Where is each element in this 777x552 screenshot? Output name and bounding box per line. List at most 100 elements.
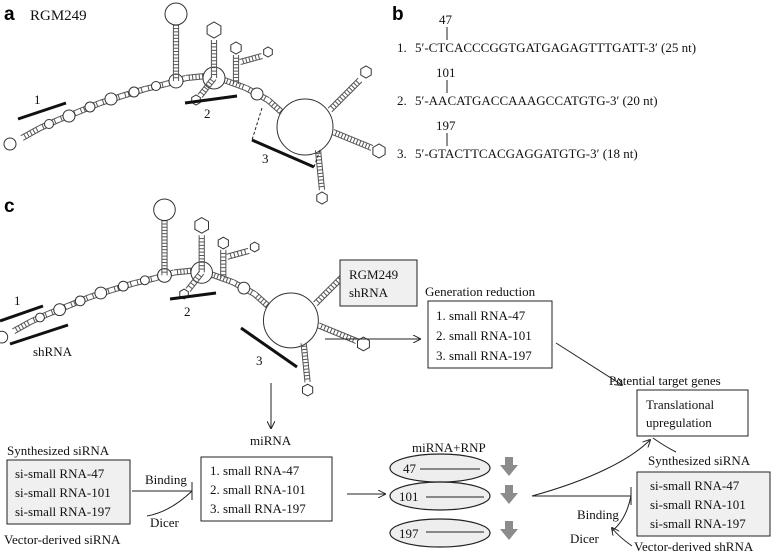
base-pair	[257, 54, 261, 60]
rgm249-box-line2: shRNA	[349, 285, 389, 300]
left-dicer-curve	[146, 490, 193, 517]
strand	[212, 271, 235, 281]
stem	[314, 149, 326, 191]
base-pair	[349, 136, 353, 142]
loop	[128, 86, 140, 98]
strand	[224, 77, 248, 87]
base-pair	[323, 325, 327, 331]
base-pair	[26, 320, 30, 326]
right-sirna-item-2: si-small RNA-101	[650, 497, 746, 512]
base-pair	[352, 138, 356, 144]
base-pair	[73, 300, 77, 306]
base-pair	[260, 298, 265, 303]
down-arrow-47	[500, 457, 518, 476]
base-pair	[364, 142, 368, 149]
loop	[0, 330, 9, 344]
mirna-box	[200, 456, 333, 522]
base-pair	[343, 134, 347, 140]
base-pair	[301, 345, 307, 348]
loop	[53, 303, 66, 317]
rnp-item-47: 47	[389, 453, 518, 483]
base-pair	[59, 116, 63, 122]
base-pair	[303, 371, 310, 374]
arrow-rnp-to-target	[531, 440, 650, 497]
base-pair	[20, 323, 25, 329]
base-pair	[17, 325, 22, 331]
base-pair	[194, 276, 200, 281]
strand	[331, 133, 372, 151]
generation-item-3: 3. small RNA-197	[436, 348, 532, 363]
left-binding-label: Binding	[145, 472, 187, 487]
left-sirna-item-3: si-small RNA-197	[15, 504, 111, 519]
base-pair	[262, 300, 267, 306]
sequence-1-index: 1.	[397, 40, 407, 55]
base-pair	[228, 278, 232, 284]
right-sirna-box	[636, 471, 771, 537]
base-pair	[29, 130, 33, 136]
base-pair	[176, 269, 179, 275]
rgm249-box-line1: RGM249	[349, 267, 398, 282]
base-pair	[127, 91, 130, 97]
base-pair	[329, 327, 333, 334]
hairpin-loop	[230, 41, 242, 55]
base-pair	[161, 82, 164, 88]
base-pair	[326, 326, 330, 332]
base-pair	[346, 135, 350, 141]
stem	[197, 76, 217, 98]
base-pair	[183, 268, 185, 275]
right-binding-label: Binding	[577, 507, 619, 522]
base-pair	[304, 374, 310, 377]
region-label-1: 1	[34, 92, 41, 107]
base-pair	[318, 175, 324, 178]
hairpin-loop	[217, 236, 229, 250]
rnp-ellipse-101	[389, 481, 491, 511]
base-pair	[263, 95, 267, 101]
stem	[12, 318, 33, 334]
loop	[139, 275, 150, 286]
stem	[20, 125, 42, 141]
base-pair	[79, 108, 83, 114]
stem	[185, 270, 205, 292]
loop	[168, 73, 184, 89]
target-box-line1: Translational	[646, 397, 715, 412]
base-pair	[339, 331, 343, 338]
base-pair	[273, 104, 278, 110]
generation-item-2: 2. small RNA-101	[436, 328, 532, 343]
stem	[239, 53, 263, 65]
target-genes-title: Potential target genes	[609, 373, 721, 388]
region-3-guide	[251, 107, 321, 168]
strand	[239, 53, 262, 60]
c-region-label-1: 1	[14, 293, 21, 308]
base-pair	[82, 106, 86, 113]
base-pair	[353, 82, 358, 87]
base-pair	[337, 131, 341, 138]
hairpin-loop	[249, 241, 260, 253]
base-pair	[225, 78, 229, 84]
base-pair	[302, 355, 308, 357]
left-sirna-box	[6, 459, 131, 525]
rnp-label-47: 47	[403, 461, 417, 476]
base-pair	[339, 96, 344, 101]
base-pair	[244, 249, 247, 255]
base-pair	[197, 273, 202, 278]
generation-reduction-title: Generation reduction	[425, 284, 536, 299]
base-pair	[225, 277, 229, 283]
left-sirna-item-2: si-small RNA-101	[15, 485, 111, 500]
base-pair	[229, 253, 232, 259]
base-pair	[247, 87, 251, 93]
base-pair	[325, 289, 330, 294]
base-pair	[236, 251, 240, 257]
stem	[300, 342, 311, 383]
base-pair	[271, 102, 276, 107]
rgm249-shrna-box	[339, 259, 418, 307]
base-pair	[190, 282, 195, 287]
base-pair	[188, 75, 191, 81]
rnp-label-197: 197	[399, 526, 419, 541]
strand	[333, 129, 374, 147]
base-pair	[91, 293, 95, 299]
base-pair	[351, 337, 355, 343]
stem	[222, 77, 248, 91]
rnp-title: miRNA+RNP	[412, 440, 486, 455]
stem	[172, 22, 180, 81]
mirna-item-1: 1. small RNA-47	[210, 463, 300, 478]
